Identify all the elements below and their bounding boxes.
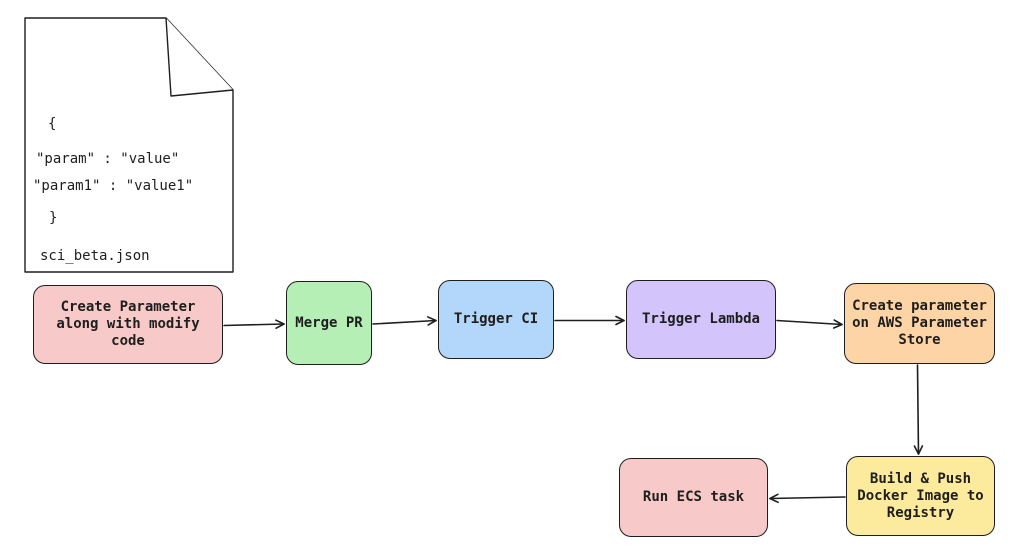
arrow-build-push-to-run-ecs: [769, 493, 846, 504]
trigger-ci-node: Trigger CI: [438, 280, 554, 359]
create-parameter-store-node: Create parameter on AWS Parameter Store: [844, 283, 995, 364]
json-line-param: "param" : "value": [36, 151, 180, 167]
edges: [223, 315, 924, 504]
document-icon: [24, 17, 234, 273]
json-close-brace: }: [49, 210, 58, 226]
json-line-param1: "param1" : "value1": [33, 178, 194, 194]
file-name: sci_beta.json: [40, 248, 150, 264]
arrow-create-parameter-store-to-build-push: [913, 364, 924, 455]
json-open-brace: {: [48, 116, 57, 132]
arrow-create-parameter-to-merge-pr: [223, 319, 285, 329]
document-fold: [165, 17, 234, 97]
arrow-merge-pr-to-trigger-ci: [372, 316, 437, 326]
arrow-trigger-lambda-to-create-parameter-store: [776, 319, 843, 329]
run-ecs-node: Run ECS task: [619, 458, 768, 537]
merge-pr-node: Merge PR: [286, 281, 372, 365]
trigger-lambda-node: Trigger Lambda: [626, 280, 776, 359]
build-push-node: Build & Push Docker Image to Registry: [846, 456, 995, 536]
create-parameter-node: Create Parameter along with modify code: [33, 285, 223, 364]
